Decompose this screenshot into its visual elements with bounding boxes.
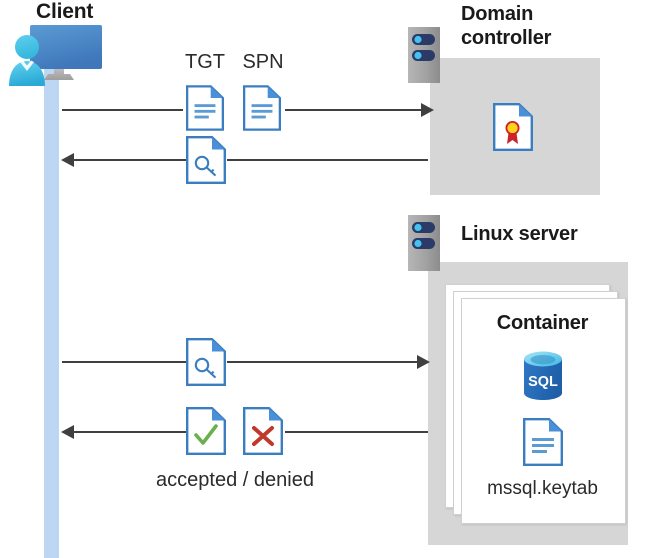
container-card-front: [461, 298, 626, 524]
sql-database-icon: SQL: [521, 350, 565, 402]
client-workstation-icon: [8, 24, 114, 86]
document-check-icon: [186, 407, 226, 455]
sql-label: SQL: [528, 374, 558, 390]
flow-auth-result-line: [61, 425, 428, 439]
document-cross-icon: [243, 407, 283, 455]
keytab-filename-label: mssql.keytab: [487, 478, 598, 499]
domain-controller-server-icon: [408, 27, 446, 83]
linux-server-server-icon: [408, 215, 446, 271]
client-title: Client: [36, 0, 94, 23]
keytab-document-icon: [523, 418, 563, 466]
document-key-icon-presented: [186, 338, 226, 386]
container-title: Container: [496, 312, 589, 334]
document-lines-icon-spn: [243, 84, 281, 132]
document-lines-icon-tgt: [186, 84, 224, 132]
accepted-denied-caption: accepted / denied: [156, 469, 314, 491]
spn-label: SPN: [242, 51, 284, 73]
linux-server-title: Linux server: [461, 223, 578, 245]
flow-ticket-presented-line: [62, 355, 430, 369]
domain-controller-title-line2: controller: [461, 27, 552, 49]
tgt-label: TGT: [185, 51, 225, 73]
flow-tgt-spn-request-line: [62, 103, 434, 117]
certificate-document-icon: [493, 103, 533, 151]
monitor-icon: [9, 25, 102, 86]
flow-ticket-response-line: [61, 153, 428, 167]
domain-controller-title-line1: Domain: [461, 3, 534, 25]
client-lifeline: [44, 66, 59, 558]
document-key-icon-response: [186, 136, 226, 184]
